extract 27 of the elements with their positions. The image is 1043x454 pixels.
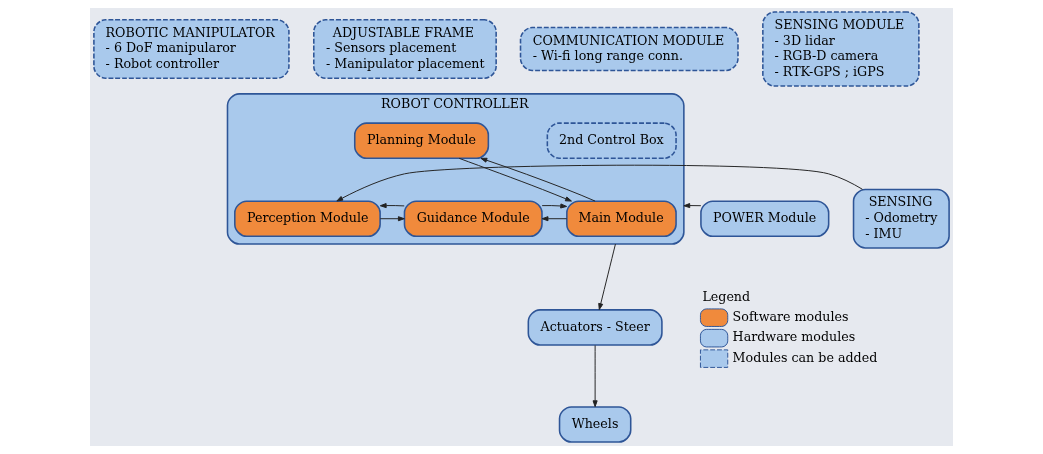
arrow: [336, 164, 863, 202]
arrow: [379, 216, 405, 222]
node-box: 2nd Control Box: [546, 122, 677, 160]
arrow: [458, 157, 572, 202]
node-box: Main Module: [566, 200, 677, 238]
arrow: [683, 203, 702, 209]
node-box: ADJUSTABLE FRAME - Sensors placement - Manipulator placement: [313, 19, 497, 80]
node-box: SENSING - Odometry - IMU: [852, 188, 950, 249]
node-box: Wheels: [558, 406, 632, 443]
node-box: POWER Module: [700, 200, 830, 238]
node-box: Guidance Module: [403, 200, 543, 238]
node-box: COMMUNICATION MODULE - Wi-fi long range conn.: [519, 26, 739, 72]
arrow: [379, 203, 405, 209]
arrow: [541, 203, 568, 209]
legend-label: Modules can be added: [732, 349, 878, 365]
label: Legend: [702, 288, 751, 304]
legend-label: Software modules: [732, 309, 849, 324]
arrow: [480, 157, 596, 202]
arrow: [541, 216, 568, 222]
node-box: Planning Module: [353, 122, 490, 160]
node-box: ROBOTIC MANIPULATOR - 6 DoF manipularor - Robot controller: [93, 19, 290, 80]
legend-label: Hardware modules: [732, 329, 856, 345]
node-box: Actuators - Steer: [527, 309, 663, 346]
node-box: Perception Module: [234, 200, 381, 238]
node-box: SENSING MODULE - 3D lidar - RGB-D camera - RTK-GPS ; iGPS: [762, 11, 920, 87]
arrow: [598, 243, 616, 311]
arrow: [592, 344, 598, 408]
